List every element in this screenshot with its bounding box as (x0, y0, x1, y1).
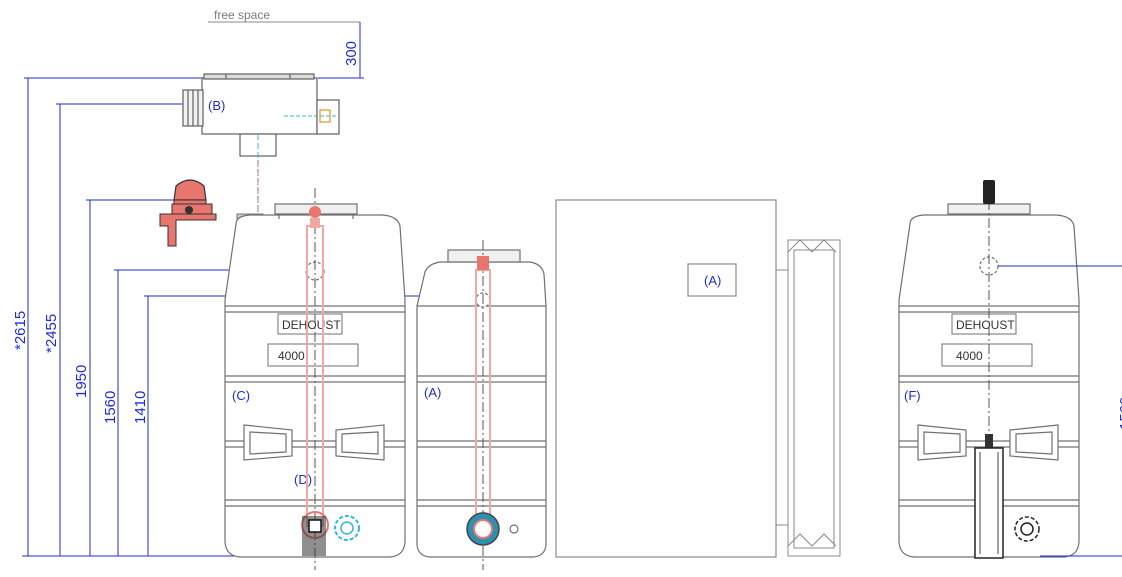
left-tank-capacity: 4000 (278, 349, 305, 363)
label-c: (C) (232, 388, 250, 403)
suction-pipe-middle (466, 256, 500, 546)
dimension-2615: *2615 (12, 311, 29, 350)
dimension-300: 300 (343, 41, 360, 66)
suction-pipe-d (301, 206, 360, 556)
free-space-label: free space (214, 8, 270, 22)
right-dimension: 1560 (998, 265, 1122, 557)
left-tank-brand: DEHOUST (282, 318, 341, 332)
dimension-1560: 1560 (102, 391, 119, 424)
label-f: (F) (904, 388, 921, 403)
dimension-1410: 1410 (132, 391, 149, 424)
label-d: (D) (294, 472, 312, 487)
filter-unit-b (182, 73, 340, 157)
tank-middle (416, 249, 547, 558)
dimension-2455: *2455 (43, 314, 60, 353)
right-tank-capacity: 4000 (956, 349, 983, 363)
label-b: (B) (208, 98, 225, 113)
right-tank-brand: DEHOUST (956, 318, 1015, 332)
label-a-tank: (A) (424, 385, 441, 400)
dimension-1950: 1950 (73, 365, 90, 398)
dimension-right-partial: 1560 (1117, 397, 1122, 430)
control-cabinet (555, 199, 777, 558)
submersible-pump (974, 180, 1004, 559)
side-module-rack (776, 239, 841, 557)
free-space-annotation: free space 300 (208, 8, 364, 79)
label-a-panel: (A) (704, 273, 721, 288)
